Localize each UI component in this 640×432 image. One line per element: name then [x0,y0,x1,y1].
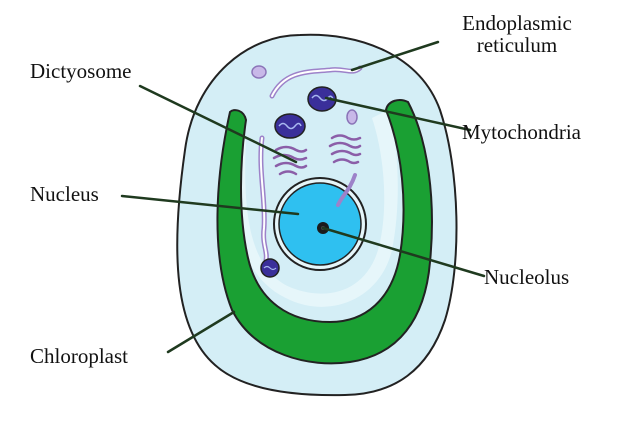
chloroplast [216,99,433,365]
leader-endoplasmic-reticulum [350,40,440,72]
vesicle [251,65,267,79]
leader-dictyosome [138,84,298,164]
label-nucleolus: Nucleolus [484,265,570,289]
label-endoplasmic-reticulum: Endoplasmic reticulum [462,11,572,57]
leader-chloroplast [166,310,236,354]
inner-cytoplasm [230,110,398,307]
label-nucleus: Nucleus [30,182,99,206]
vesicle-2 [346,109,358,125]
mitochondrion-bottom [260,258,280,278]
leader-lines [120,40,486,354]
label-mytochondria: Mytochondria [462,120,581,144]
leader-mytochondria [324,96,472,132]
endoplasmic-reticulum-highlight-2 [259,137,268,261]
label-dictyosome: Dictyosome [30,59,132,83]
dictyosome-left [272,145,308,176]
dictyosome-right [328,134,362,165]
leader-nucleus [120,194,300,216]
endoplasmic-reticulum-strand-3 [336,173,357,207]
mitochondrion-middle [274,113,306,139]
leader-nucleolus [321,226,486,278]
label-chloroplast: Chloroplast [30,344,128,368]
